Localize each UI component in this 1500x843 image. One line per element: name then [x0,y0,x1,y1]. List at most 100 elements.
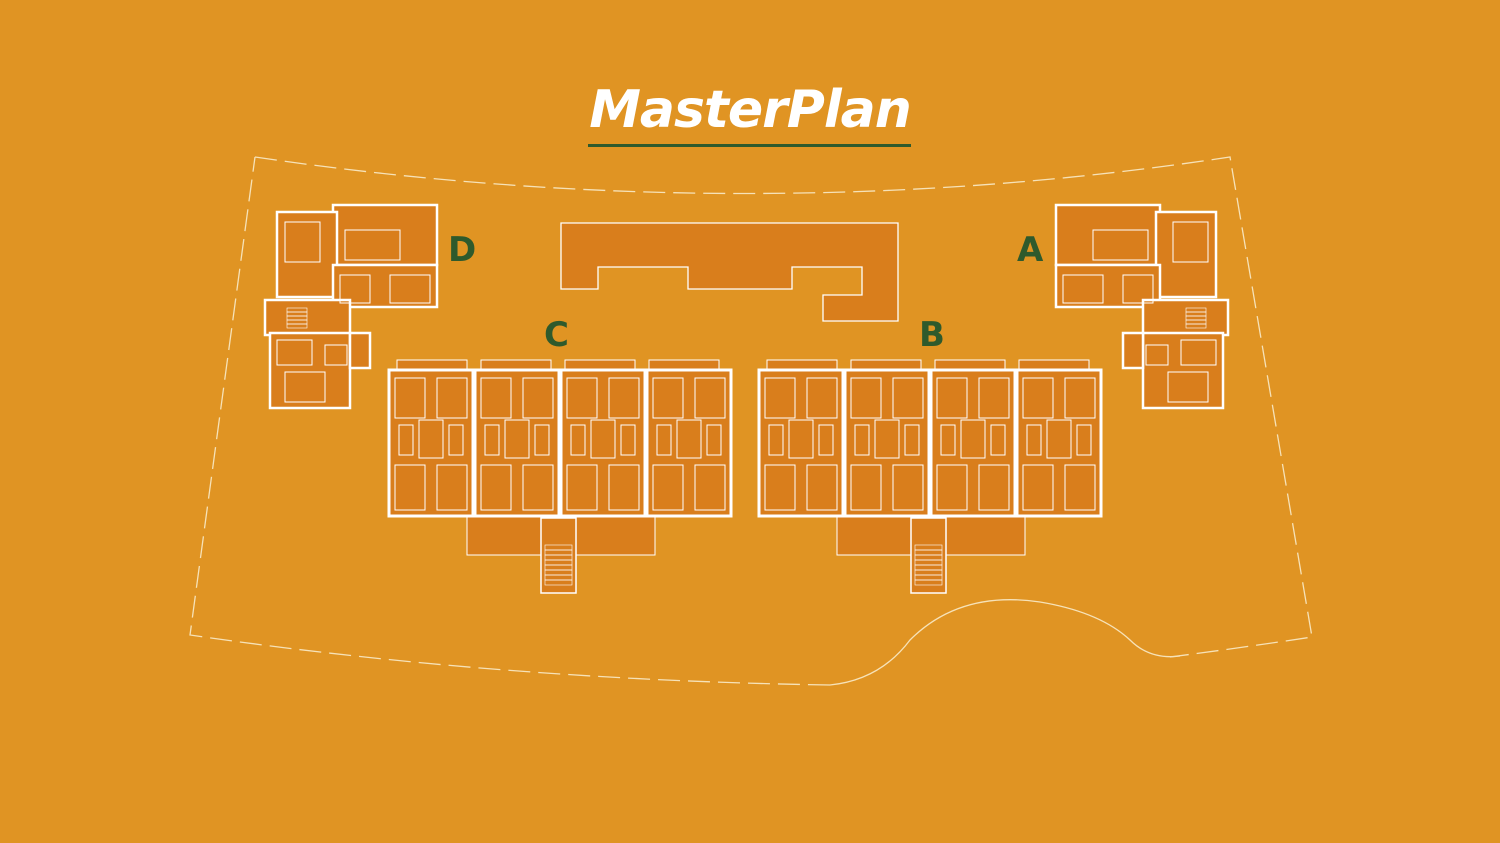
block-a-section [1154,210,1218,299]
block-c-bath [706,424,722,456]
block-d-section [348,331,372,370]
block-c-stair-step [544,579,573,586]
block-b-stair [910,517,947,594]
block-c-bedroom [608,377,640,419]
block-c-bedroom [436,464,468,511]
block-d-room [284,221,321,263]
block-c-bedroom [480,377,512,419]
block-c-living [418,419,444,459]
block-a-room [1167,371,1209,403]
block-b-bath [768,424,784,456]
block-b-bedroom [936,377,968,419]
block-b-bath [1026,424,1042,456]
block-b-bedroom [806,464,838,511]
block-c-bath [570,424,586,456]
block-c-bedroom [608,464,640,511]
block-a-section [1141,331,1225,410]
block-c-bedroom [522,464,554,511]
block-b-bath [818,424,834,456]
block-c-bedroom [694,377,726,419]
block-label-d[interactable]: D [448,230,477,270]
block-b-bath [904,424,920,456]
block-b-bedroom [764,377,796,419]
block-b-bedroom [892,464,924,511]
block-a-room [1122,274,1154,304]
title-underline [588,144,911,147]
block-c-stair [540,517,577,594]
block-b-bath [940,424,956,456]
block-label-a[interactable]: A [1017,230,1044,270]
block-a-room [1062,274,1104,304]
block-c-bath [534,424,550,456]
block-b-bedroom [978,377,1010,419]
block-d-room [284,371,326,403]
block-b-unit [929,368,1017,518]
block-a-room [1092,229,1149,261]
block-b-bedroom [850,377,882,419]
block-b-bedroom [936,464,968,511]
block-c-living [590,419,616,459]
block-b-bedroom [892,377,924,419]
block-b-bedroom [764,464,796,511]
block-d-section [331,203,439,267]
block-c-bedroom [652,377,684,419]
block-label-b[interactable]: B [919,315,945,355]
block-c-bath [484,424,500,456]
block-d-room [324,344,348,366]
block-a-room [1180,339,1217,366]
block-c-bedroom [436,377,468,419]
site-boundary-curve [829,599,1181,686]
page-title: MasterPlan [589,80,912,140]
block-b-living [874,419,900,459]
block-b-bath [1076,424,1092,456]
block-d-stair-step [286,323,308,329]
block-a-section [1054,203,1162,267]
block-d-room [344,229,401,261]
block-b-bath [854,424,870,456]
block-d-section [263,298,352,337]
central-building [560,222,899,322]
block-c-bedroom [566,464,598,511]
block-b-bedroom [850,464,882,511]
block-c-bath [448,424,464,456]
block-c-living [504,419,530,459]
block-c-unit [473,368,561,518]
block-d-section [268,331,352,410]
block-c-unit [645,368,733,518]
block-c-bedroom [694,464,726,511]
block-a-stair-step [1185,323,1207,329]
block-c-bath [620,424,636,456]
block-c-unit [559,368,647,518]
block-a-section [1121,331,1145,370]
block-b-unit [757,368,845,518]
block-a-room [1172,221,1209,263]
block-c-bedroom [394,464,426,511]
block-b-living [788,419,814,459]
block-a-section [1141,298,1230,337]
block-c-bath [656,424,672,456]
block-c-unit [387,368,475,518]
block-b-bedroom [1064,464,1096,511]
block-b-stair-step [914,579,943,586]
block-b-bedroom [806,377,838,419]
block-c-bedroom [480,464,512,511]
block-c-bath [398,424,414,456]
block-d-room [339,274,371,304]
site-boundary [189,156,1313,686]
block-c-bedroom [652,464,684,511]
block-b-living [1046,419,1072,459]
block-d-section [275,210,339,299]
block-label-c[interactable]: C [544,315,569,355]
block-d-room [276,339,313,366]
block-a-room [1145,344,1169,366]
block-b-bedroom [978,464,1010,511]
block-c-bedroom [394,377,426,419]
block-c-bedroom [566,377,598,419]
block-b-unit [843,368,931,518]
block-c-bedroom [522,377,554,419]
block-b-bedroom [1064,377,1096,419]
block-b-bedroom [1022,464,1054,511]
block-c-living [676,419,702,459]
block-b-living [960,419,986,459]
